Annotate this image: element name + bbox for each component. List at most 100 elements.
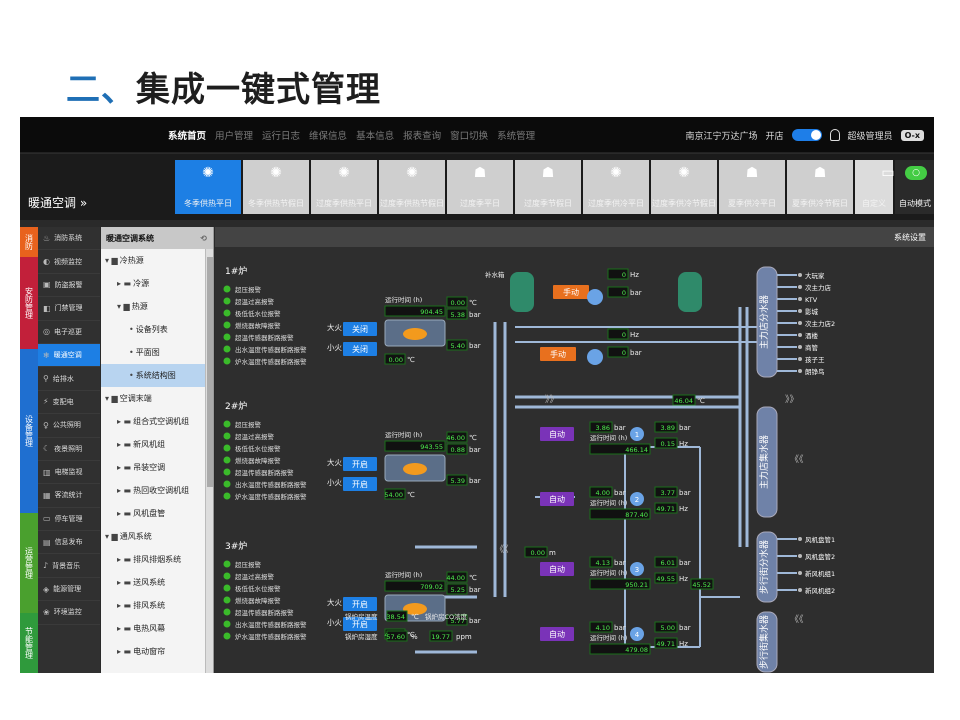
auto-button-1[interactable] <box>540 492 574 506</box>
alarm-label: 超温传感器断路报警 <box>235 333 294 342</box>
auto-mode-button[interactable]: ○自动模式 <box>895 160 934 214</box>
alarm-indicator <box>223 432 231 440</box>
tree-item-13[interactable]: ▸ ▬ 排风排烟系统 <box>101 548 213 571</box>
runtime-label: 运行时间 (h) <box>385 295 422 304</box>
sidebar-item-4[interactable]: ◎电子巡更 <box>38 321 100 344</box>
branch-label: 商管 <box>805 343 819 352</box>
mode-button-7[interactable]: ✺过度季供冷节假日 <box>651 160 717 214</box>
sidebar-item-15[interactable]: ◈能源管理 <box>38 578 100 602</box>
mode-button-0[interactable]: ✺冬季供热平日 <box>175 160 241 214</box>
small-fire-button[interactable] <box>343 342 377 356</box>
mode-button-3[interactable]: ✺过度季供热节假日 <box>379 160 445 214</box>
pump-runtime-label: 运行时间 (h) <box>590 568 627 577</box>
tree-item-6[interactable]: ▾ ▆ 空调末端 <box>101 387 213 410</box>
boiler-pressure: 5.39 <box>451 477 465 485</box>
sidebar-item-0[interactable]: ♨消防系统 <box>38 227 100 251</box>
sidebar-item-9[interactable]: ☾夜景照明 <box>38 438 100 461</box>
branch-node <box>798 357 802 361</box>
tree-item-9[interactable]: ▸ ▬ 吊装空调 <box>101 456 213 479</box>
nav-item-3[interactable]: 维保信息 <box>309 131 348 142</box>
folder-icon: ▸ ▬ <box>117 647 132 656</box>
pump-outlet-pressure-box <box>654 421 678 433</box>
tree-item-5[interactable]: • 系统结构图 <box>101 364 213 387</box>
mode-button-4[interactable]: ☗过度季平日 <box>447 160 513 214</box>
small-fire-button[interactable] <box>343 617 377 631</box>
sidebar-category-1[interactable]: 安防管理 <box>20 257 38 349</box>
tree-item-label: 通风系统 <box>119 532 152 541</box>
sidebar-item-13[interactable]: ▤信息发布 <box>38 531 100 555</box>
sidebar-item-8[interactable]: ♀公共照明 <box>38 414 100 438</box>
sidebar-item-1[interactable]: ◐视频监控 <box>38 250 100 274</box>
fire-state-button[interactable] <box>343 597 377 611</box>
mode-button-5[interactable]: ☗过度季节假日 <box>515 160 581 214</box>
tree-item-7[interactable]: ▸ ▬ 组合式空调机组 <box>101 410 213 433</box>
fire-state-button[interactable] <box>343 322 377 336</box>
manual-button-2[interactable] <box>540 347 576 361</box>
sidebar-item-16[interactable]: ❀环境监控 <box>38 601 100 625</box>
tree-item-8[interactable]: ▸ ▬ 新风机组 <box>101 433 213 456</box>
tree-item-11[interactable]: ▸ ▬ 风机盘管 <box>101 502 213 525</box>
nav-item-0[interactable]: 系统首页 <box>168 131 207 142</box>
unit: ppm <box>456 633 472 641</box>
nav-item-2[interactable]: 运行日志 <box>262 131 301 142</box>
tree-item-15[interactable]: ▸ ▬ 排风系统 <box>101 594 213 617</box>
tree-item-2[interactable]: ▾ ▆ 热源 <box>101 295 213 318</box>
mode-button-10[interactable]: ▭自定义 <box>855 160 895 214</box>
tree-item-12[interactable]: ▾ ▆ 通风系统 <box>101 525 213 548</box>
alarm-label: 超温过高报警 <box>235 297 275 306</box>
folder-icon: ▾ ▆ <box>105 256 118 265</box>
nav-item-7[interactable]: 系统管理 <box>497 131 536 142</box>
sidebar-item-10[interactable]: ▥电梯监视 <box>38 461 100 485</box>
nav-item-6[interactable]: 窗口切换 <box>450 131 489 142</box>
sidebar-item-14[interactable]: ♪背景音乐 <box>38 554 100 578</box>
key-icon[interactable]: O-x <box>900 129 924 141</box>
sidebar-item-6[interactable]: ⚲给排水 <box>38 367 100 391</box>
mode-button-8[interactable]: ☗夏季供冷平日 <box>719 160 785 214</box>
fire-state-button[interactable] <box>343 457 377 471</box>
nav-item-4[interactable]: 基本信息 <box>356 131 395 142</box>
pump-outlet-pressure-box <box>654 621 678 633</box>
sidebar-category-0[interactable]: 消防 <box>20 227 38 257</box>
nav-item-1[interactable]: 用户管理 <box>215 131 254 142</box>
sidebar-item-12[interactable]: ▭停车管理 <box>38 508 100 532</box>
tree-item-1[interactable]: ▸ ▬ 冷源 <box>101 272 213 295</box>
sidebar-item-icon: ⚲ <box>43 374 49 384</box>
tree-item-3[interactable]: • 设备列表 <box>101 318 213 341</box>
sidebar-item-5[interactable]: ❄暖通空调 <box>38 343 100 368</box>
sidebar-item-3[interactable]: ◧门禁管理 <box>38 297 100 321</box>
small-fire-button[interactable] <box>343 477 377 491</box>
tree-item-4[interactable]: • 平面图 <box>101 341 213 364</box>
unit: ℃ <box>407 356 415 364</box>
sidebar-item-2[interactable]: ▣防盗报警 <box>38 274 100 298</box>
header-temp-box <box>672 394 696 406</box>
tree-item-14[interactable]: ▸ ▬ 送风系统 <box>101 571 213 594</box>
mode-button-2[interactable]: ✺过度季供热平日 <box>311 160 377 214</box>
tree-item-0[interactable]: ▾ ▆ 冷热源 <box>101 249 213 272</box>
tree-item-17[interactable]: ▸ ▬ 电动窗帘 <box>101 640 213 663</box>
auto-button-2[interactable] <box>540 562 574 576</box>
sidebar-item-7[interactable]: ⚡变配电 <box>38 391 100 415</box>
sidebar-category-4[interactable]: 节能管理 <box>20 613 38 673</box>
mode-button-1[interactable]: ✺冬季供热节假日 <box>243 160 309 214</box>
pump-runtime-box <box>589 578 651 590</box>
water-tank-label: 补水箱 <box>485 270 505 279</box>
mode-bar: 暖通空调 » ✺冬季供热平日✺冬季供热节假日✺过度季供热平日✺过度季供热节假日☗… <box>20 154 934 220</box>
manual-button-1[interactable] <box>553 285 589 299</box>
tree-scrollbar[interactable] <box>205 249 213 673</box>
sidebar-item-11[interactable]: ▦客流统计 <box>38 484 100 508</box>
user-name[interactable]: 超级管理员 <box>847 131 893 142</box>
store-status-toggle[interactable] <box>791 129 822 141</box>
mode-button-9[interactable]: ☗夏季供冷节假日 <box>787 160 853 214</box>
settings-button[interactable]: 系统设置 <box>894 232 926 242</box>
tree-item-16[interactable]: ▸ ▬ 电热风幕 <box>101 617 213 640</box>
pump-hz-box <box>654 637 678 649</box>
auto-button-3[interactable] <box>540 627 574 641</box>
supply-p-1: 0 <box>622 289 626 297</box>
sidebar-category-3[interactable]: 运营管理 <box>20 513 38 613</box>
sidebar-category-2[interactable]: 设备管理 <box>20 349 38 513</box>
auto-button-0[interactable] <box>540 427 574 441</box>
refresh-icon[interactable]: ⟲ <box>200 233 207 243</box>
tree-item-10[interactable]: ▸ ▬ 热回收空调机组 <box>101 479 213 502</box>
mode-button-6[interactable]: ✺过度季供冷平日 <box>583 160 649 214</box>
nav-item-5[interactable]: 报表查询 <box>403 131 442 142</box>
